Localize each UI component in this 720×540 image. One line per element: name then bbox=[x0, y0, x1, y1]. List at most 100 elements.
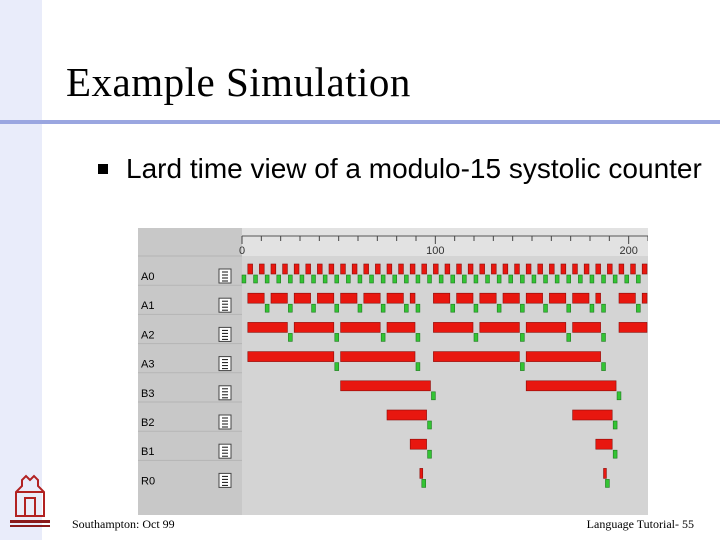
green-event-block bbox=[415, 274, 421, 284]
green-event-block bbox=[601, 333, 606, 342]
signal-name-label: B1 bbox=[141, 446, 154, 458]
red-event-block bbox=[525, 351, 601, 362]
red-event-block bbox=[433, 351, 520, 362]
red-event-block bbox=[386, 292, 404, 304]
green-event-block bbox=[299, 274, 305, 284]
red-event-block bbox=[419, 468, 424, 479]
red-event-block bbox=[549, 292, 567, 304]
red-event-block bbox=[549, 263, 555, 275]
green-event-block bbox=[578, 274, 583, 284]
green-event-block bbox=[276, 274, 281, 284]
green-event-block bbox=[601, 303, 606, 313]
red-event-block bbox=[270, 292, 288, 304]
red-event-block bbox=[618, 322, 648, 333]
green-event-block bbox=[612, 420, 618, 430]
red-event-block bbox=[409, 263, 416, 275]
red-event-block bbox=[502, 263, 509, 275]
green-event-block bbox=[566, 303, 571, 313]
red-event-block bbox=[603, 468, 607, 479]
red-event-block bbox=[641, 292, 648, 304]
green-event-block bbox=[473, 333, 479, 342]
red-event-block bbox=[525, 263, 532, 275]
red-event-block bbox=[467, 263, 474, 275]
red-event-block bbox=[491, 263, 497, 275]
green-event-block bbox=[543, 274, 548, 284]
signal-name-label: A3 bbox=[141, 359, 154, 371]
red-event-block bbox=[572, 409, 613, 421]
signal-name-label: B3 bbox=[141, 388, 154, 400]
green-event-block bbox=[241, 274, 247, 284]
red-event-block bbox=[386, 263, 393, 275]
green-event-block bbox=[531, 274, 537, 284]
red-event-block bbox=[409, 438, 427, 450]
list-icon[interactable] bbox=[218, 297, 232, 313]
red-event-block bbox=[456, 292, 474, 304]
footer-location-date: Southampton: Oct 99 bbox=[72, 517, 175, 531]
red-event-block bbox=[641, 263, 648, 275]
red-event-block bbox=[479, 263, 485, 275]
green-event-block bbox=[357, 274, 363, 284]
green-event-block bbox=[636, 274, 641, 284]
red-event-block bbox=[537, 263, 543, 275]
bullet-square-icon bbox=[98, 164, 108, 174]
red-event-block bbox=[363, 263, 369, 275]
green-event-block bbox=[431, 391, 436, 401]
red-event-block bbox=[525, 292, 543, 304]
green-event-block bbox=[601, 362, 606, 371]
red-event-block bbox=[351, 263, 358, 275]
green-event-block bbox=[462, 274, 467, 284]
green-event-block bbox=[346, 274, 351, 284]
green-event-block bbox=[288, 333, 293, 342]
red-event-block bbox=[560, 263, 567, 275]
red-event-block bbox=[583, 263, 590, 275]
red-event-block bbox=[421, 263, 427, 275]
bullet-text: Lard time view of a modulo-15 systolic c… bbox=[126, 153, 702, 184]
signal-name-label: A0 bbox=[141, 271, 154, 283]
red-event-block bbox=[363, 292, 381, 304]
red-event-block bbox=[340, 351, 416, 362]
green-event-block bbox=[427, 420, 432, 430]
red-event-block bbox=[293, 322, 335, 333]
green-event-block bbox=[496, 303, 502, 313]
green-event-block bbox=[612, 274, 618, 284]
red-event-block bbox=[618, 263, 625, 275]
red-event-block bbox=[514, 263, 520, 275]
red-event-block bbox=[340, 322, 381, 333]
footer-page-label: Language Tutorial- 55 bbox=[586, 517, 694, 531]
green-event-block bbox=[392, 274, 397, 284]
green-event-block bbox=[520, 274, 525, 284]
green-event-block bbox=[520, 303, 525, 313]
time-ruler[interactable] bbox=[242, 228, 648, 256]
green-event-block bbox=[415, 333, 421, 342]
green-event-block bbox=[288, 303, 293, 313]
red-event-block bbox=[525, 380, 617, 392]
signal-name-label: B2 bbox=[141, 417, 154, 429]
red-event-block bbox=[340, 263, 346, 275]
red-event-block bbox=[247, 351, 335, 362]
green-event-block bbox=[566, 274, 571, 284]
red-event-block bbox=[270, 263, 277, 275]
red-event-block bbox=[293, 292, 311, 304]
red-event-block bbox=[293, 263, 300, 275]
green-event-block bbox=[404, 303, 409, 313]
red-event-block bbox=[247, 263, 253, 275]
red-event-block bbox=[433, 263, 439, 275]
red-event-block bbox=[375, 263, 381, 275]
green-event-block bbox=[380, 333, 386, 342]
signal-name-label: A1 bbox=[141, 300, 154, 312]
red-event-block bbox=[502, 292, 520, 304]
red-event-block bbox=[444, 263, 451, 275]
list-icon[interactable] bbox=[218, 443, 232, 459]
red-event-block bbox=[247, 322, 288, 333]
red-event-block bbox=[386, 409, 427, 421]
red-event-block bbox=[409, 292, 416, 304]
red-event-block bbox=[317, 263, 323, 275]
red-event-block bbox=[572, 322, 601, 333]
red-event-block bbox=[618, 292, 636, 304]
red-event-block bbox=[479, 322, 520, 333]
red-event-block bbox=[572, 292, 590, 304]
green-event-block bbox=[334, 362, 339, 371]
green-event-block bbox=[496, 274, 502, 284]
